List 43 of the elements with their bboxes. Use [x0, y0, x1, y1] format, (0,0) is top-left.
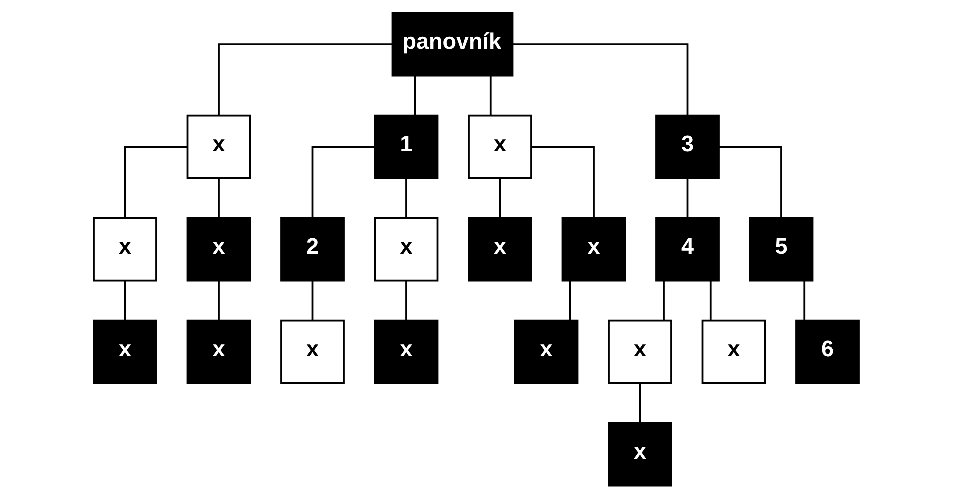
- connector: [124, 280, 126, 321]
- node-box: 3: [656, 114, 720, 180]
- connector: [406, 178, 408, 218]
- node-box: x: [374, 217, 439, 282]
- connector: [414, 76, 416, 116]
- node-box: x: [608, 422, 672, 487]
- node-box: x: [608, 320, 672, 384]
- node-box: x: [374, 320, 439, 384]
- connector: [720, 146, 782, 218]
- node-box: 5: [749, 217, 814, 282]
- node-box: x: [186, 320, 252, 384]
- connector: [639, 383, 642, 424]
- node-box: 1: [374, 114, 439, 180]
- connector: [532, 146, 595, 218]
- connector: [686, 178, 689, 218]
- connector: [499, 178, 502, 218]
- connector: [490, 76, 492, 116]
- connector: [312, 280, 314, 321]
- node-box: 6: [796, 320, 860, 384]
- connector: [804, 280, 806, 321]
- node-box: x: [186, 217, 252, 282]
- connector: [406, 280, 408, 321]
- node-box: x: [280, 320, 345, 384]
- connector: [218, 178, 220, 218]
- connector: [710, 280, 712, 321]
- node-box: 4: [656, 217, 720, 282]
- connector: [312, 146, 375, 218]
- connector: [663, 280, 665, 321]
- connector: [124, 146, 188, 218]
- node-box: x: [468, 217, 532, 282]
- node-box: x: [514, 320, 579, 384]
- node-box: 2: [280, 217, 345, 282]
- node-box: x: [468, 114, 532, 180]
- connector: [513, 44, 689, 116]
- node-box: x: [93, 320, 158, 384]
- connector: [218, 44, 393, 116]
- connector: [218, 280, 220, 321]
- connector: [569, 280, 572, 321]
- node-box: x: [93, 217, 158, 282]
- node-box: panovník: [392, 12, 514, 77]
- node-box: x: [702, 320, 766, 384]
- node-box: x: [186, 114, 252, 180]
- node-box: x: [562, 217, 626, 282]
